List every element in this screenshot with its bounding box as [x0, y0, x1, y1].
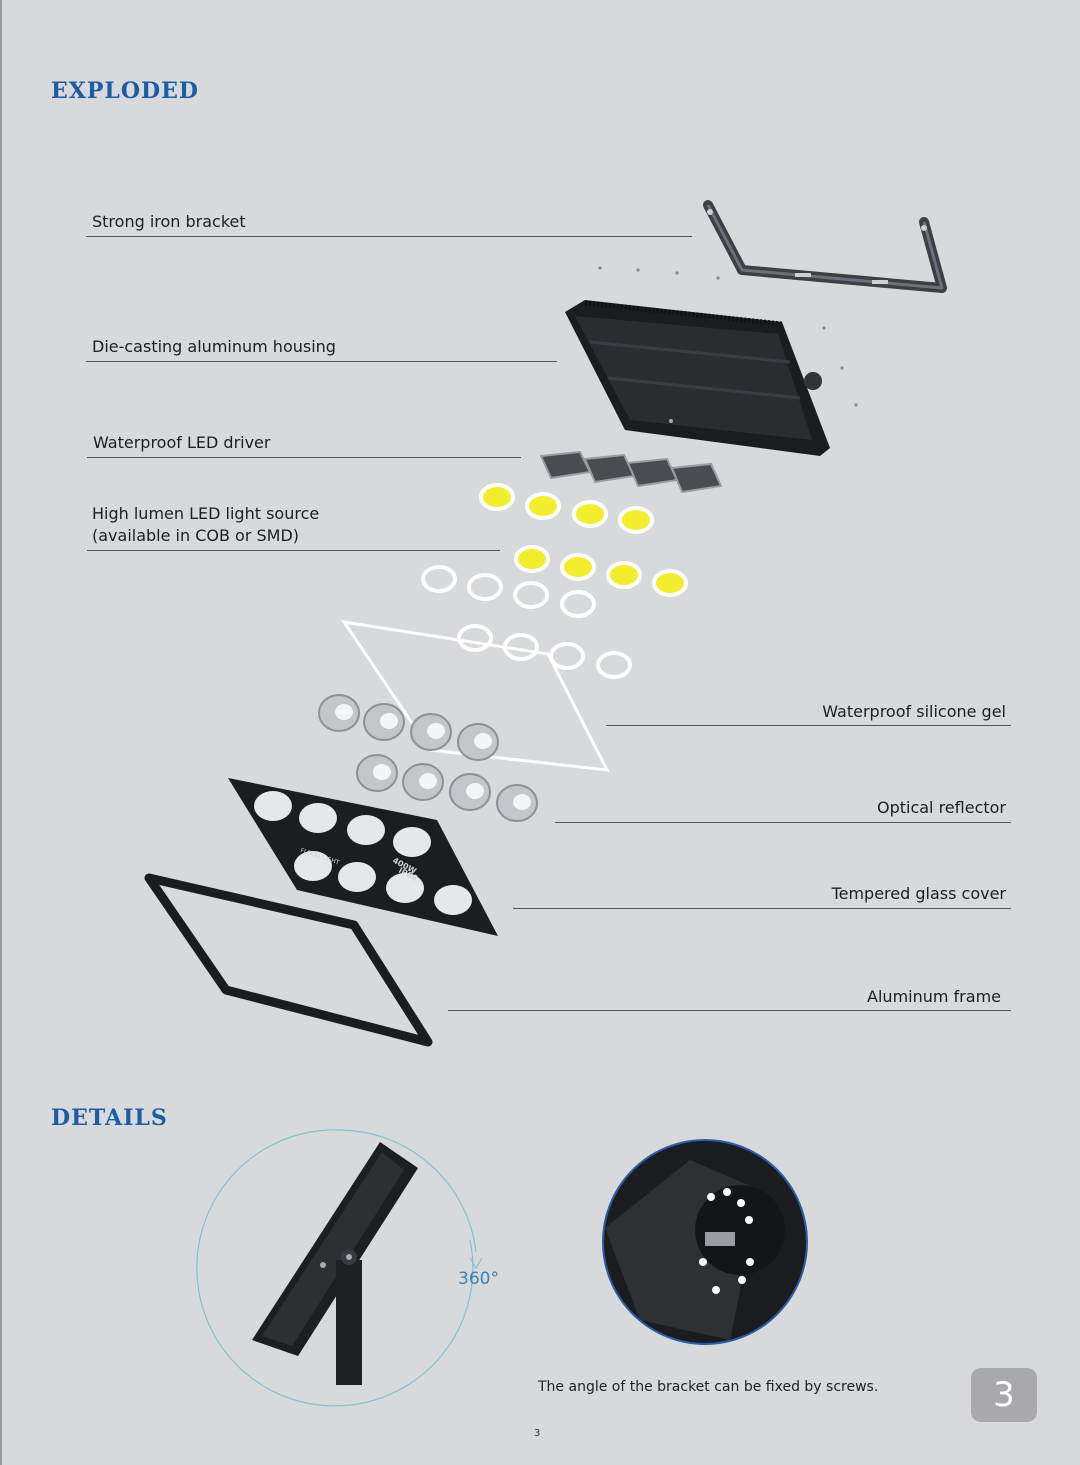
label-housing: Die-casting aluminum housing: [92, 337, 336, 356]
rule-silicone-gel: [606, 725, 1011, 726]
label-light-source-2: (available in COB or SMD): [92, 526, 300, 545]
rotation-angle-label: 360°: [458, 1269, 499, 1289]
reflectors: [318, 694, 538, 822]
label-silicone-gel: Waterproof silicone gel: [822, 702, 1006, 721]
bracket-illustration: [598, 200, 947, 293]
led-chips: [479, 483, 688, 597]
page-edge: [0, 0, 2, 1465]
rule-frame: [448, 1010, 1011, 1011]
housing-illustration: [565, 300, 858, 456]
glass-cover-illustration: FLOOD LIGHT 400W IP66: [228, 778, 498, 936]
exploded-title: EXPLODED: [51, 78, 199, 104]
label-driver: Waterproof LED driver: [93, 433, 271, 452]
rule-light-source: [87, 550, 500, 551]
rule-glass-cover: [513, 908, 1011, 909]
driver-illustration: [539, 450, 723, 494]
footer-page-number: 3: [534, 1428, 541, 1439]
details-title: DETAILS: [51, 1105, 168, 1131]
rule-reflector: [555, 822, 1011, 823]
rule-bracket: [86, 236, 692, 237]
screw-detail: [602, 1139, 808, 1345]
label-bracket: Strong iron bracket: [92, 212, 246, 231]
rotation-detail: [196, 1129, 483, 1407]
exploded-illustration: FLOOD LIGHT 400W IP66: [144, 200, 947, 1047]
silicone-rings: [421, 565, 632, 679]
details-caption: The angle of the bracket can be fixed by…: [538, 1379, 879, 1395]
aluminum-frame-illustration: [144, 873, 433, 1047]
label-frame: Aluminum frame: [867, 987, 1001, 1006]
label-glass-cover: Tempered glass cover: [831, 884, 1006, 903]
label-reflector: Optical reflector: [876, 798, 1006, 817]
silicone-gel-sheet: [340, 619, 610, 772]
rule-housing: [86, 361, 557, 362]
rule-driver: [87, 457, 521, 458]
label-light-source-1: High lumen LED light source: [92, 504, 320, 523]
page-number-badge: 3: [971, 1368, 1037, 1422]
